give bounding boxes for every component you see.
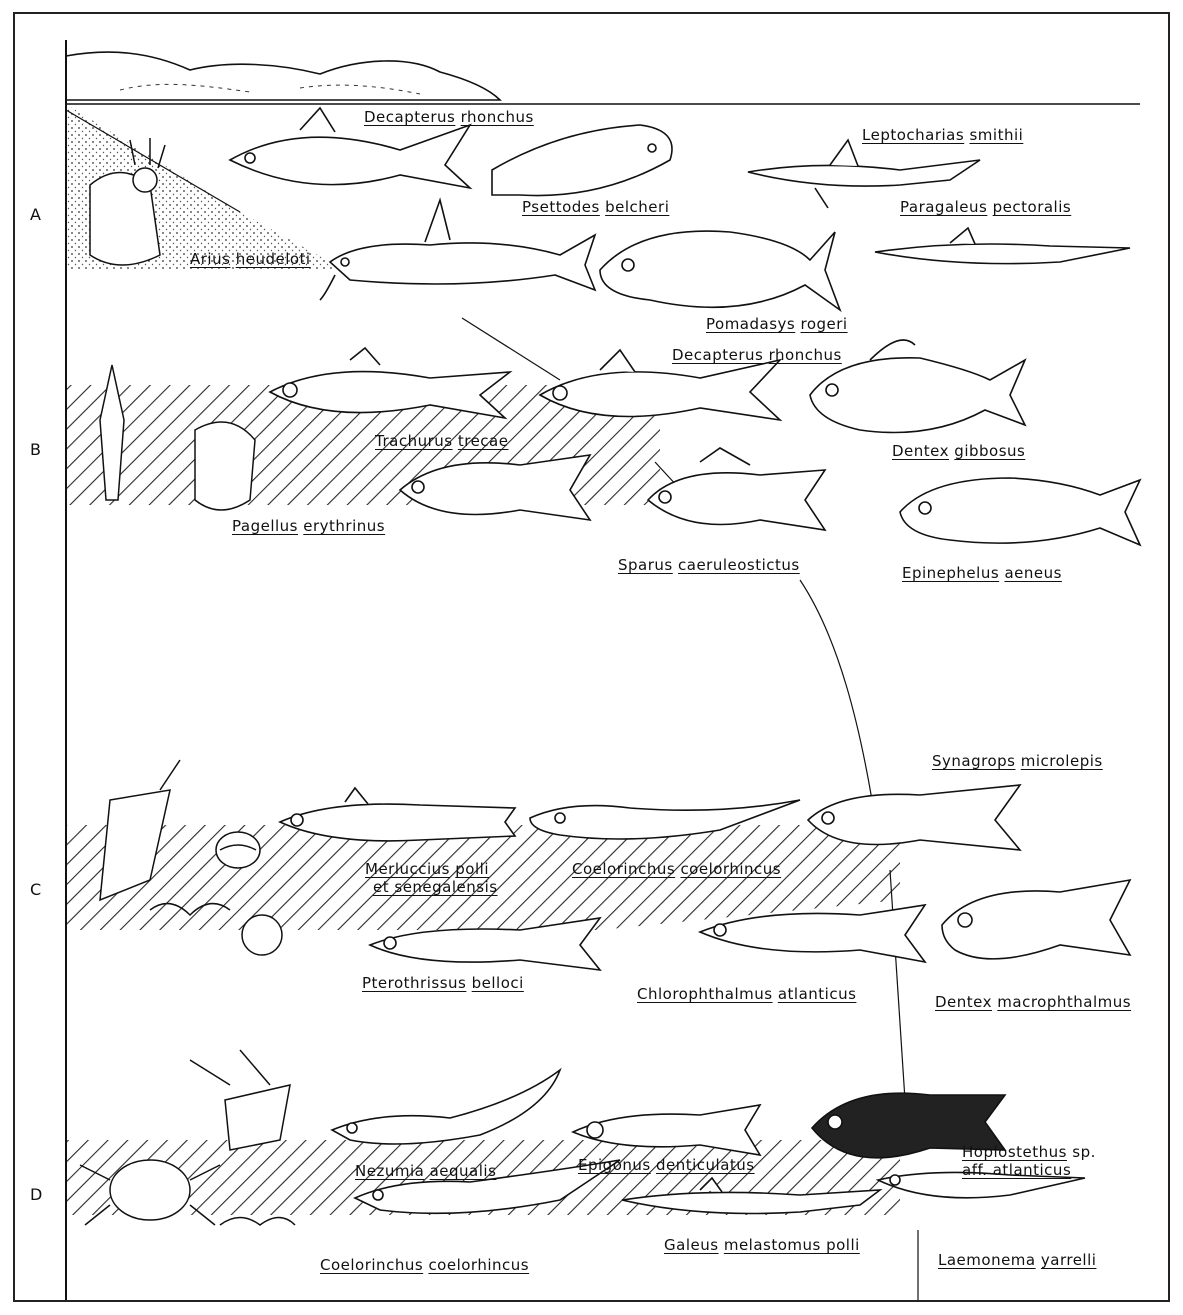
link-line — [462, 318, 560, 380]
zone-label-c: C — [30, 880, 41, 899]
species-label: Epinephelus aeneus — [902, 564, 1062, 582]
species-label: Pagellus erythrinus — [232, 517, 385, 535]
coral-icon — [220, 1218, 295, 1226]
species-label: Synagrops microlepis — [932, 752, 1103, 770]
species-label: Dentex gibbosus — [892, 442, 1025, 460]
species-label: Laemonema yarrelli — [938, 1251, 1096, 1269]
seabream-icon — [942, 880, 1130, 959]
species-label: Decapterus rhonchus — [672, 346, 842, 364]
brittle-star-icon — [242, 915, 282, 955]
lobster-icon — [190, 1050, 290, 1150]
link-line — [800, 580, 872, 800]
coast-hills — [66, 52, 500, 100]
species-label: Sparus caeruleostictus — [618, 556, 800, 574]
zone-label-b: B — [30, 440, 41, 459]
link-line — [890, 870, 905, 1100]
fish-icon — [808, 785, 1020, 850]
species-label: Pterothrissus belloci — [362, 974, 524, 992]
species-label: Coelorinchus coelorhincus — [320, 1256, 529, 1274]
species-label: Trachurus trecae — [375, 432, 508, 450]
grenadier-icon — [332, 1070, 560, 1144]
cuttlefish-icon — [195, 422, 255, 510]
hake-icon — [280, 788, 515, 841]
species-label: Chlorophthalmus atlanticus — [637, 985, 856, 1003]
species-label: Leptocharias smithii — [862, 126, 1023, 144]
species-label: Coelorinchus coelorhincus — [572, 860, 781, 878]
species-label: Decapterus rhonchus — [364, 108, 534, 126]
species-label: Nezumia aequalis — [355, 1162, 496, 1180]
zone-label-d: D — [30, 1185, 42, 1204]
clam-icon — [216, 832, 260, 868]
shark-icon — [875, 228, 1130, 264]
species-label: Hoplostethus sp.aff. atlanticus — [962, 1143, 1096, 1179]
species-label: Psettodes belcheri — [522, 198, 669, 216]
species-label: Arius heudeloti — [190, 250, 311, 268]
species-label: Pomadasys rogeri — [706, 315, 848, 333]
seabream-icon — [648, 448, 825, 530]
grouper-icon — [900, 478, 1140, 545]
species-label: Epigonus denticulatus — [578, 1156, 755, 1174]
species-label: Galeus melastomus polli — [664, 1236, 860, 1254]
seabream-icon — [810, 340, 1025, 433]
flatfish-icon — [492, 125, 672, 196]
species-label: Paragaleus pectoralis — [900, 198, 1071, 216]
species-label: Dentex macrophthalmus — [935, 993, 1131, 1011]
grunt-icon — [600, 231, 840, 310]
zone-label-a: A — [30, 205, 41, 224]
